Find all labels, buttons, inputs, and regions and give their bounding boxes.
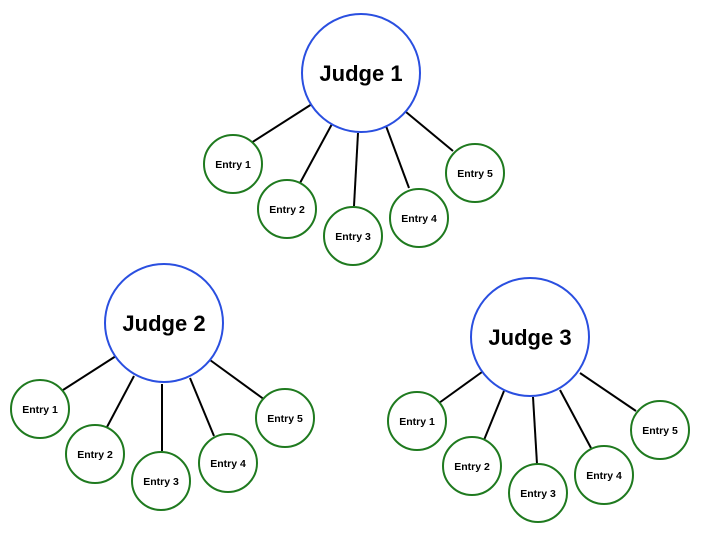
edge — [209, 359, 266, 401]
entry-node — [65, 424, 125, 484]
judge-label: Judge 3 — [488, 325, 571, 350]
edge — [299, 123, 333, 184]
entry-node — [389, 188, 449, 248]
edge — [438, 371, 483, 404]
entry-label: Entry 5 — [642, 425, 678, 437]
entry-node — [630, 400, 690, 460]
judge-group-2: Judge 2 Entry 1 Entry 2 Entry 3 Entry 4 … — [10, 263, 315, 511]
entry-label: Entry 2 — [269, 204, 305, 216]
entry-label: Entry 3 — [520, 488, 556, 500]
judge-label: Judge 2 — [122, 311, 205, 336]
entry-label: Entry 4 — [586, 470, 622, 482]
entry-label: Entry 4 — [401, 213, 437, 225]
judge-node — [104, 263, 224, 383]
entry-node — [198, 433, 258, 493]
entry-label: Entry 4 — [210, 458, 246, 470]
entry-label: Entry 1 — [22, 404, 58, 416]
edge — [559, 389, 592, 449]
judge-label: Judge 1 — [319, 61, 402, 86]
edge — [106, 375, 135, 428]
edge — [385, 125, 410, 189]
edge — [532, 396, 538, 465]
entry-label: Entry 3 — [143, 476, 179, 488]
edge — [483, 390, 505, 441]
entry-node — [10, 379, 70, 439]
edge — [405, 111, 454, 152]
judge-node — [301, 13, 421, 133]
entry-node — [257, 179, 317, 239]
edge — [353, 132, 359, 207]
judge-group-1: Judge 1 Entry 1 Entry 2 Entry 3 Entry 4 … — [203, 13, 505, 266]
entry-label: Entry 5 — [267, 413, 303, 425]
entry-label: Entry 2 — [454, 461, 490, 473]
entry-node — [445, 143, 505, 203]
entry-label: Entry 2 — [77, 449, 113, 461]
entry-node — [442, 436, 502, 496]
entry-label: Entry 3 — [335, 231, 371, 243]
entry-label: Entry 1 — [399, 416, 435, 428]
entry-node — [508, 463, 568, 523]
entry-node — [387, 391, 447, 451]
edge — [189, 377, 215, 437]
edge — [579, 372, 637, 412]
entry-label: Entry 1 — [215, 159, 251, 171]
entry-node — [203, 134, 263, 194]
entry-node — [323, 206, 383, 266]
entry-node — [574, 445, 634, 505]
entry-label: Entry 5 — [457, 168, 493, 180]
entry-node — [255, 388, 315, 448]
entry-node — [131, 451, 191, 511]
edge — [62, 355, 117, 391]
edge — [250, 103, 313, 144]
judge-node — [470, 277, 590, 397]
judge-group-3: Judge 3 Entry 1 Entry 2 Entry 3 Entry 4 … — [387, 277, 690, 523]
